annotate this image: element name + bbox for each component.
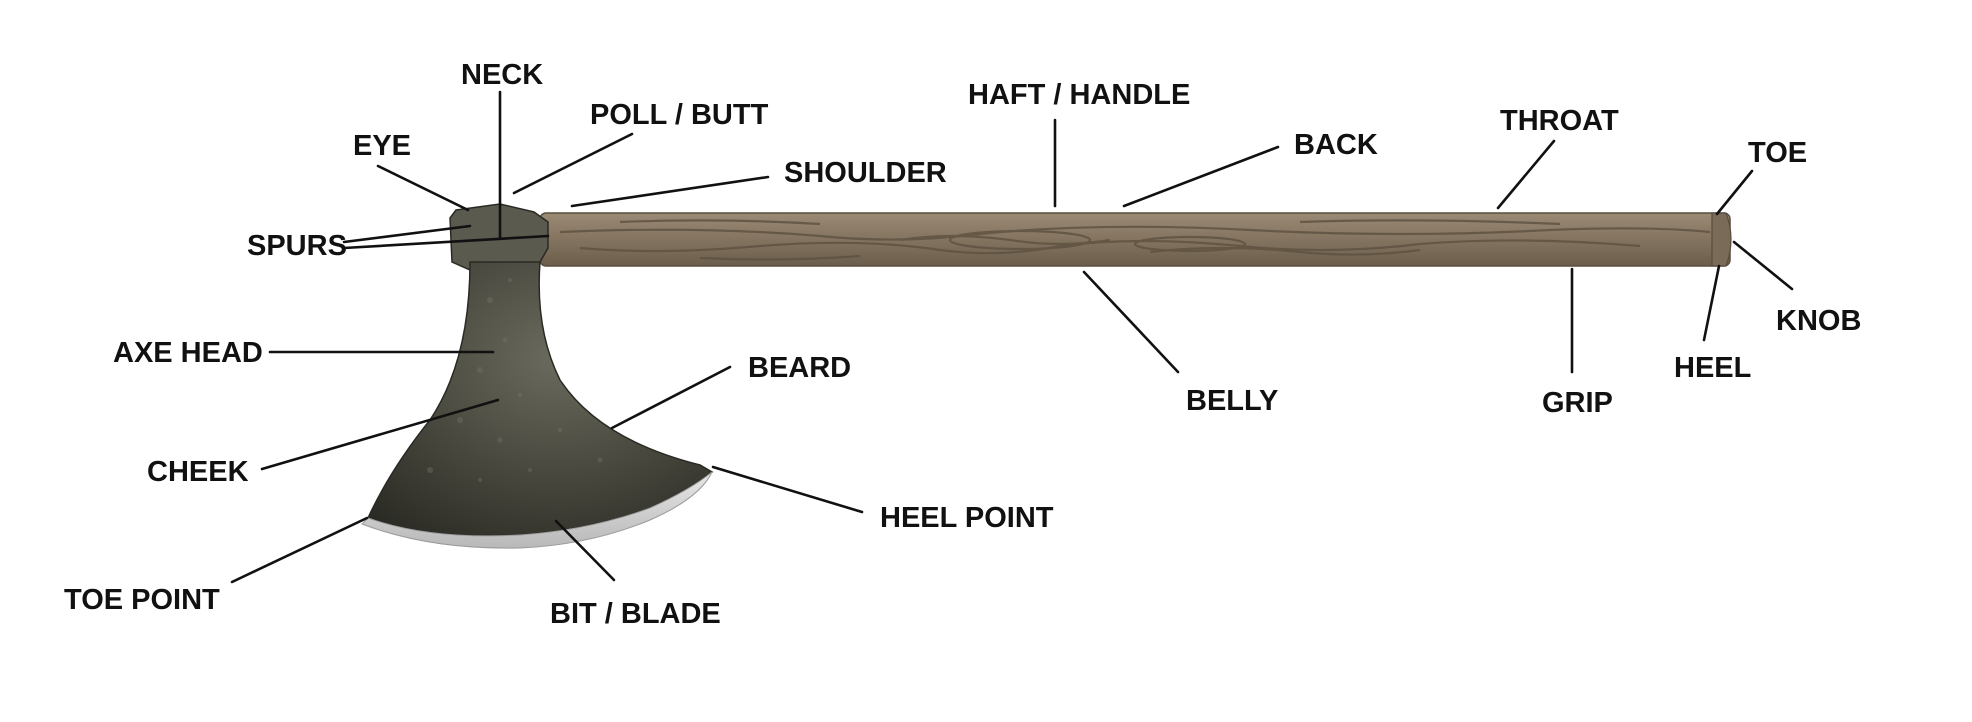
label-toe-point: TOE POINT [64, 584, 220, 616]
label-toe: TOE [1748, 137, 1807, 169]
leader-knob [1734, 242, 1792, 289]
leader-toe [1717, 171, 1752, 214]
label-bit-blade: BIT / BLADE [550, 598, 721, 630]
label-heel: HEEL [1674, 352, 1751, 384]
label-belly: BELLY [1186, 385, 1278, 417]
label-cheek: CHEEK [147, 456, 249, 488]
label-axe-head: AXE HEAD [113, 337, 263, 369]
label-beard: BEARD [748, 352, 851, 384]
axe-head-body [368, 262, 712, 536]
leader-beard [612, 367, 730, 428]
label-spurs: SPURS [247, 230, 347, 262]
leader-belly [1084, 272, 1178, 372]
part-labels: NECK POLL / BUTT EYE SHOULDER SPURS HAFT… [64, 59, 1861, 630]
label-eye: EYE [353, 130, 411, 162]
label-neck: NECK [461, 59, 543, 91]
leader-toe-point [232, 518, 367, 582]
leader-throat [1498, 141, 1554, 208]
label-shoulder: SHOULDER [784, 157, 947, 189]
leader-heel-point [713, 467, 862, 512]
leader-eye [378, 166, 468, 210]
label-heel-point: HEEL POINT [880, 502, 1054, 534]
label-knob: KNOB [1776, 305, 1861, 337]
label-poll-butt: POLL / BUTT [590, 99, 769, 131]
leader-back [1124, 147, 1278, 206]
axe-illustration [362, 204, 1731, 548]
label-haft-handle: HAFT / HANDLE [968, 79, 1190, 111]
label-back: BACK [1294, 129, 1378, 161]
label-throat: THROAT [1500, 105, 1619, 137]
leader-poll-butt [514, 134, 632, 193]
label-grip: GRIP [1542, 387, 1613, 419]
leader-heel [1704, 266, 1719, 340]
knob-end [1712, 213, 1731, 266]
leader-shoulder [572, 177, 768, 206]
